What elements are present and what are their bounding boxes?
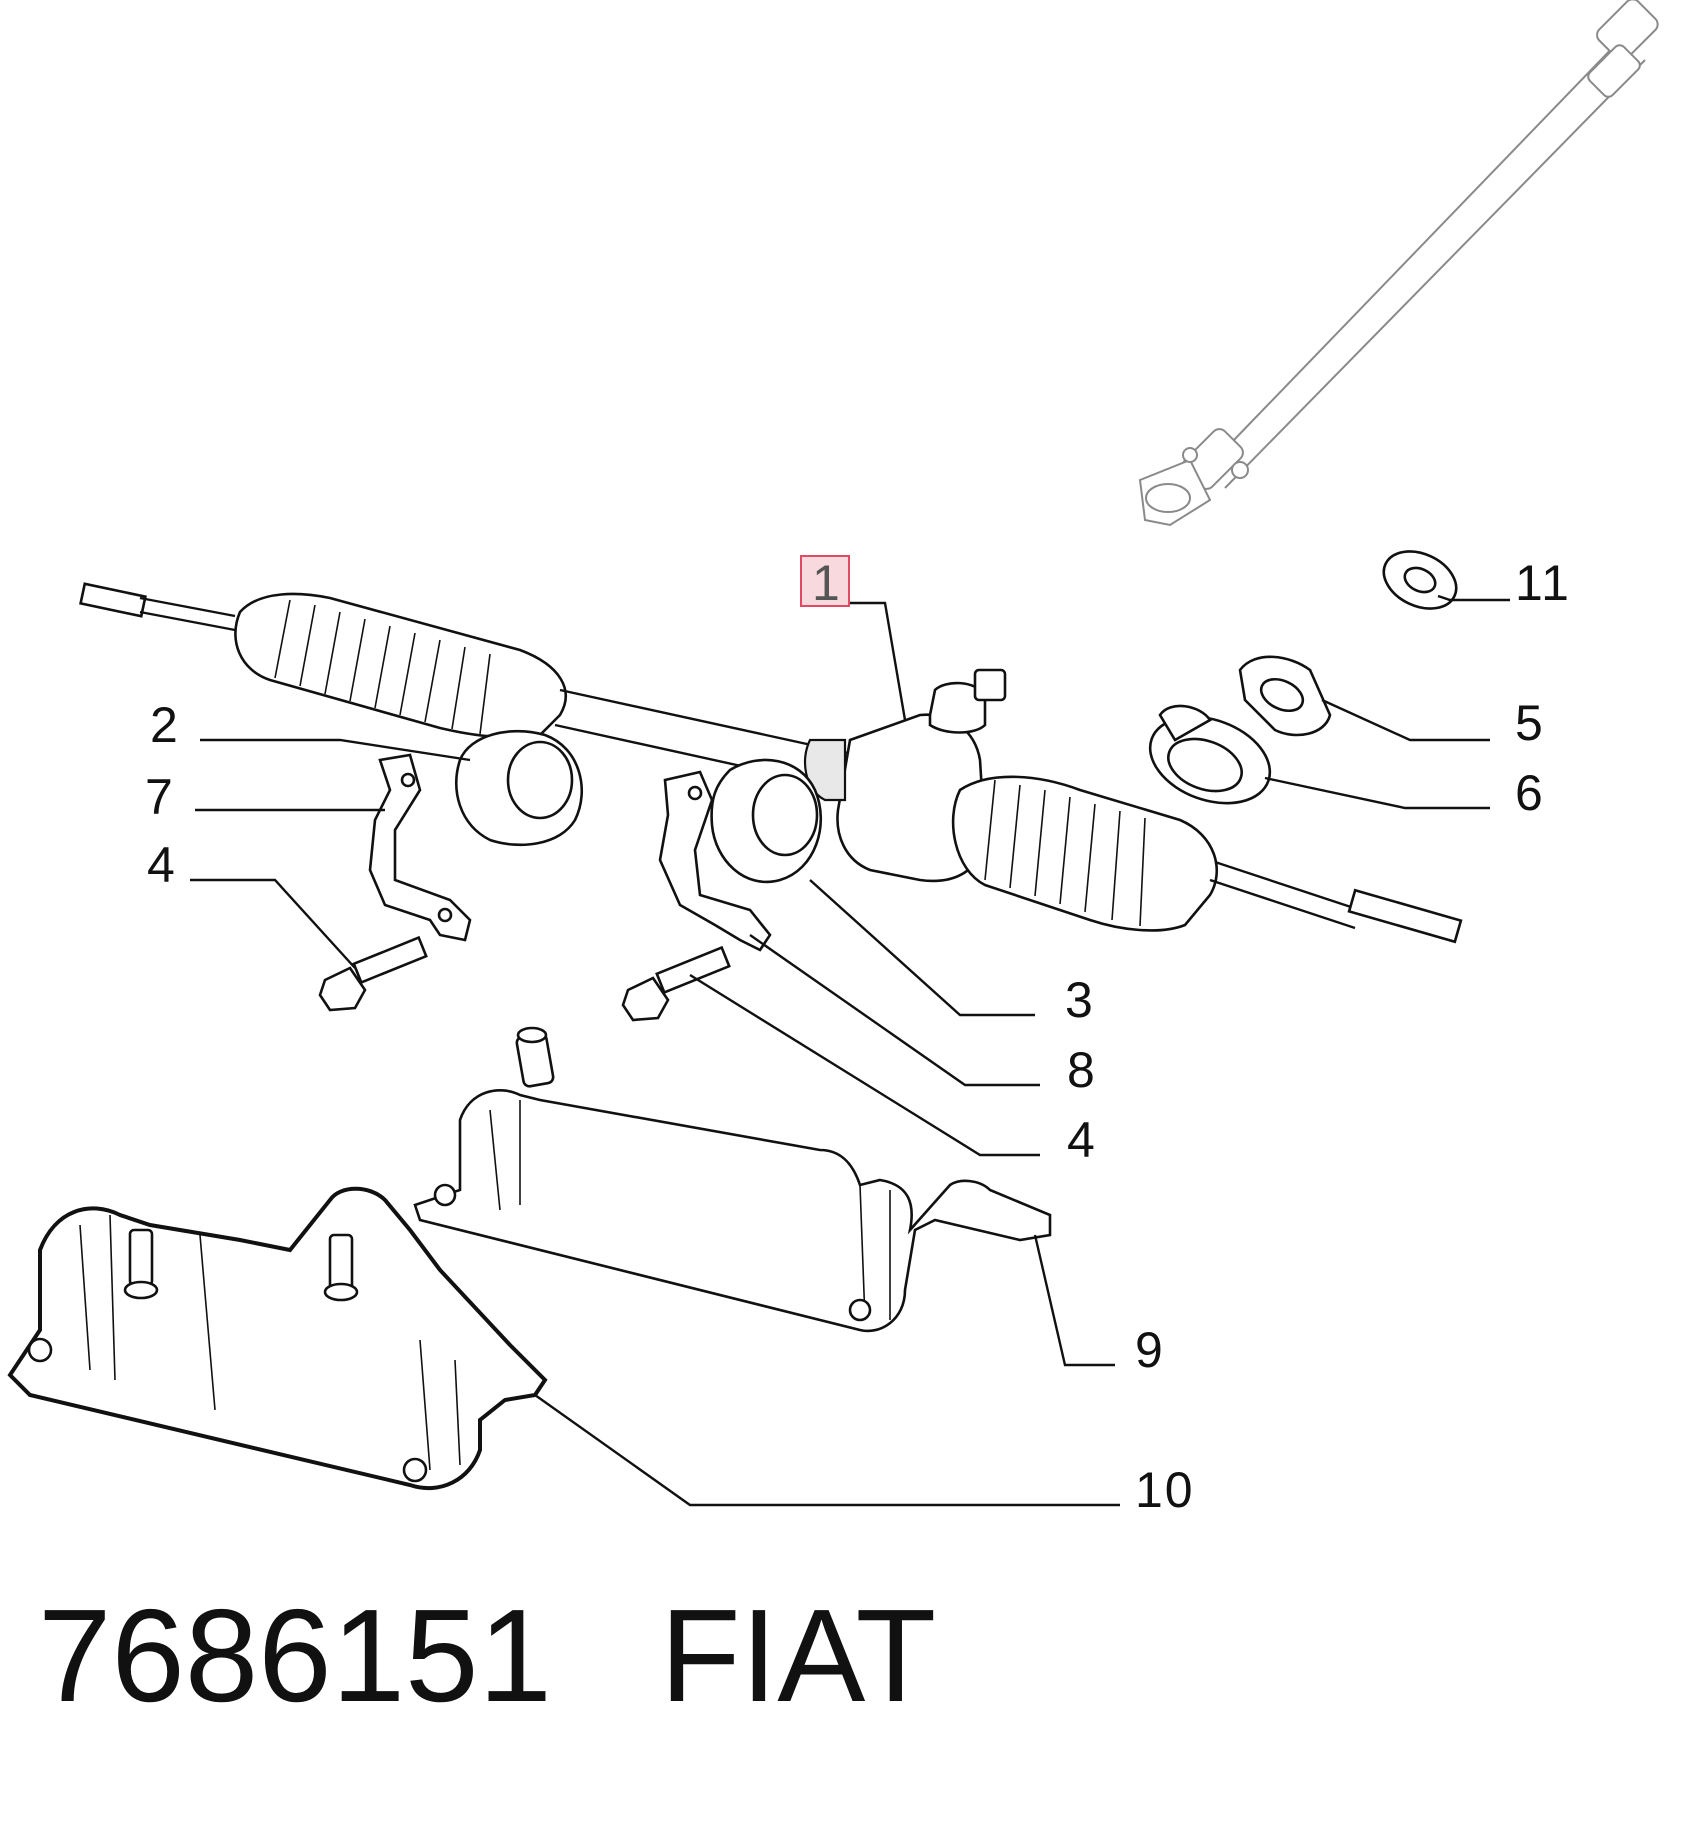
clamp-left	[368, 753, 472, 942]
bolt-right	[621, 945, 731, 1022]
seal-5	[1238, 655, 1332, 737]
callout-7[interactable]: 7	[145, 769, 175, 825]
callout-3[interactable]: 3	[1065, 972, 1095, 1028]
heat-shield-10	[7, 1186, 548, 1491]
callout-4-left[interactable]: 4	[147, 837, 177, 893]
steering-rack-assembly	[79, 582, 1463, 944]
leader-lines	[190, 594, 1510, 1507]
steering-column-shaft	[1138, 0, 1659, 527]
callout-2[interactable]: 2	[150, 697, 180, 753]
callout-11[interactable]: 11	[1515, 555, 1571, 611]
clamp-right	[658, 770, 772, 952]
callout-4-right[interactable]: 4	[1067, 1112, 1097, 1168]
callout-1-highlight	[800, 555, 850, 607]
part-number: 7686151	[38, 1582, 552, 1729]
callout-6[interactable]: 6	[1515, 765, 1545, 821]
seal-6	[1148, 704, 1272, 805]
brand-name: FIAT	[660, 1582, 937, 1729]
callout-8[interactable]: 8	[1067, 1042, 1097, 1098]
callout-1[interactable]: 1	[812, 555, 842, 611]
washer-11	[1382, 550, 1458, 610]
callout-5[interactable]: 5	[1515, 695, 1545, 751]
bushing-left	[454, 729, 583, 847]
callout-10[interactable]: 10	[1135, 1462, 1195, 1518]
heat-shield-9	[413, 1026, 1052, 1333]
callout-9[interactable]: 9	[1135, 1322, 1165, 1378]
bushing-right	[710, 758, 823, 884]
bolt-left	[318, 935, 428, 1012]
